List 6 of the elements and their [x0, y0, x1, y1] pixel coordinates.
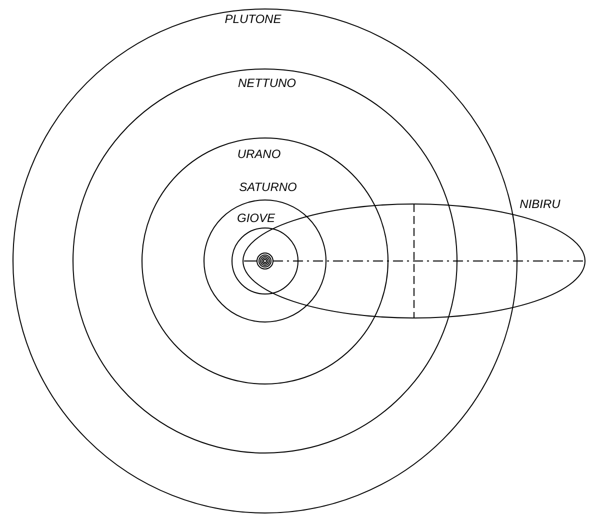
orbit-label: GIOVE [237, 211, 275, 225]
orbit-label: PLUTONE [224, 12, 282, 26]
orbit-label: NETTUNO [238, 76, 296, 90]
orbit-label: SATURNO [239, 180, 297, 194]
orbit-label: NIBIRU [520, 197, 560, 211]
orbit-label: URANO [237, 147, 281, 161]
